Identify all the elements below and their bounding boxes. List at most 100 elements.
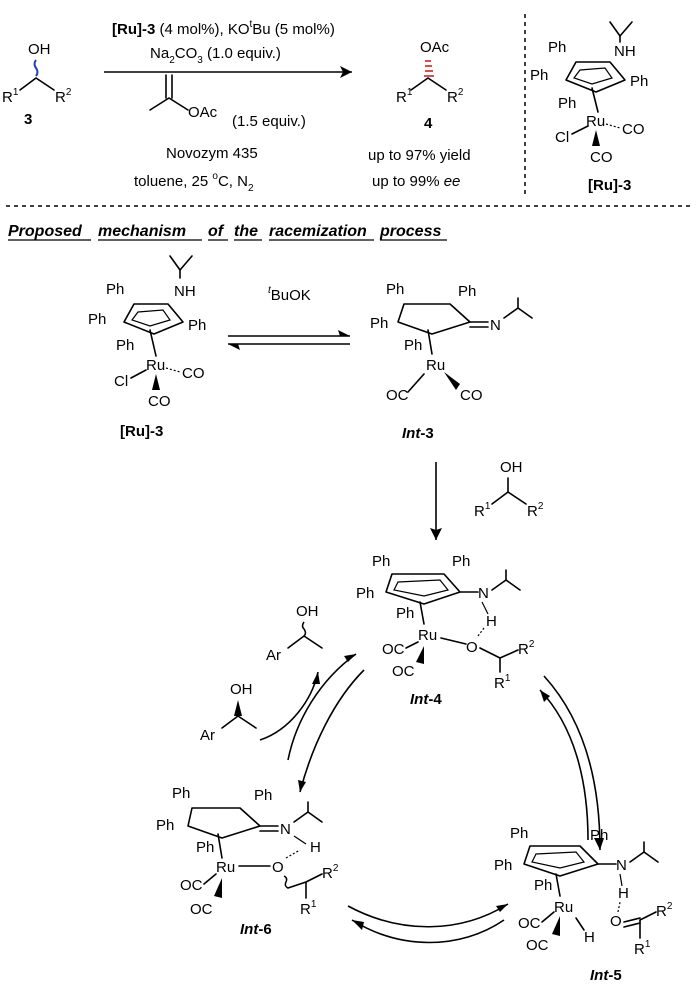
svg-text:Ph: Ph <box>106 281 124 298</box>
svg-text:Ph: Ph <box>172 785 190 802</box>
title-word-5: racemization <box>269 223 367 240</box>
product-yield: up to 97% yield <box>368 147 471 164</box>
mechanism-title: Proposed mechanism of the racemization p… <box>8 223 447 241</box>
svg-text:Ph: Ph <box>372 553 390 570</box>
alcohol-exchange: OH Ar OH Ar <box>200 603 323 744</box>
svg-text:Ru: Ru <box>554 899 573 916</box>
svg-text:Ru: Ru <box>146 357 165 374</box>
svg-text:N: N <box>280 821 291 838</box>
svg-text:H: H <box>486 613 497 630</box>
svg-text:OH: OH <box>296 603 319 620</box>
product-oac: OAc <box>420 39 450 56</box>
svg-text:Ru: Ru <box>418 627 437 644</box>
enzyme: Novozym 435 <box>166 145 258 162</box>
conditions-line1: [Ru]-3 (4 mol%), KOtBu (5 mol%) <box>112 19 335 38</box>
svg-text:N: N <box>478 585 489 602</box>
svg-text:Ph: Ph <box>188 317 206 334</box>
int-5: Ph Ph Ph Ph N H Ru H O R2 R1 OC OC Int-5 <box>494 825 673 984</box>
hash-bond <box>424 60 434 77</box>
cat-ph1: Ph <box>548 39 566 56</box>
title-word-2: mechanism <box>98 223 186 240</box>
svg-text:Ar: Ar <box>200 727 215 744</box>
svg-text:Ru: Ru <box>426 357 445 374</box>
int-3: Ph Ph Ph Ph N Ru OC CO Int-3 <box>370 281 533 442</box>
svg-text:R1: R1 <box>474 501 491 520</box>
svg-text:OC: OC <box>386 387 409 404</box>
cat-cl: Cl <box>555 129 569 146</box>
svg-text:H: H <box>310 839 321 856</box>
svg-text:Ph: Ph <box>156 817 174 834</box>
product-4: OAc R1 R2 4 up to 97% yield up to 99% ee <box>368 39 471 190</box>
reaction-conditions: [Ru]-3 (4 mol%), KOtBu (5 mol%) Na2CO3 (… <box>104 19 352 194</box>
substrate-r1: R1 <box>2 87 19 106</box>
svg-text:OC: OC <box>382 641 405 658</box>
svg-text:Ph: Ph <box>386 281 404 298</box>
svg-text:H: H <box>618 885 629 902</box>
svg-text:O: O <box>466 639 478 656</box>
cycle-arrows <box>259 653 604 944</box>
int4-label: Int-4 <box>410 691 442 708</box>
svg-text:OC: OC <box>392 663 415 680</box>
acyl-oac: OAc <box>188 104 218 121</box>
int5-label: Int-5 <box>590 967 622 984</box>
ru3-label: [Ru]-3 <box>120 423 163 440</box>
svg-text:R1: R1 <box>634 939 651 958</box>
svg-text:Ph: Ph <box>370 315 388 332</box>
svg-text:O: O <box>272 859 284 876</box>
product-ee: up to 99% ee <box>372 173 460 190</box>
svg-text:Ph: Ph <box>116 337 134 354</box>
alcohol-addition: OH R1 R2 <box>430 459 544 540</box>
svg-text:Ph: Ph <box>356 585 374 602</box>
svg-text:OC: OC <box>190 901 213 918</box>
product-r1: R1 <box>396 87 413 106</box>
svg-text:CO: CO <box>148 393 171 410</box>
substrate-oh: OH <box>28 41 51 58</box>
solvent: toluene, 25 oC, N2 <box>134 171 254 194</box>
cat-co2: CO <box>590 149 613 166</box>
svg-text:CO: CO <box>460 387 483 404</box>
svg-text:Ph: Ph <box>494 857 512 874</box>
svg-text:Ph: Ph <box>396 605 414 622</box>
acyl-equiv: (1.5 equiv.) <box>232 113 306 130</box>
wavy-bond <box>33 59 39 77</box>
mech-ru3: NH Ph Ph Ph Ph Ru Cl CO CO [Ru]-3 <box>88 255 206 440</box>
svg-text:NH: NH <box>174 283 196 300</box>
svg-text:OH: OH <box>500 459 523 476</box>
svg-text:Ph: Ph <box>458 283 476 300</box>
int6-label: Int-6 <box>240 921 272 938</box>
cat-ru: Ru <box>586 113 605 130</box>
svg-text:N: N <box>616 857 627 874</box>
svg-text:R2: R2 <box>656 901 673 920</box>
title-word-4: the <box>234 223 258 240</box>
svg-text:Ph: Ph <box>196 839 214 856</box>
tbuok-label: tBuOK <box>268 285 311 304</box>
svg-text:R1: R1 <box>494 673 511 692</box>
svg-text:N: N <box>490 317 501 334</box>
svg-text:OH: OH <box>230 681 253 698</box>
svg-text:Ru: Ru <box>216 859 235 876</box>
svg-text:Ph: Ph <box>510 825 528 842</box>
catalyst-ru3: NH Ph Ph Ph Ph Ru Cl CO CO [Ru]-3 <box>530 21 648 194</box>
conditions-line2: Na2CO3 (1.0 equiv.) <box>150 45 281 66</box>
svg-text:OC: OC <box>518 915 541 932</box>
svg-text:Ar: Ar <box>266 647 281 664</box>
int-6: Ph Ph Ph Ph N H Ru O R2 R1 OC OC Int-6 <box>156 785 339 938</box>
svg-text:R2: R2 <box>527 501 544 520</box>
svg-text:OC: OC <box>526 937 549 954</box>
svg-text:O: O <box>610 913 622 930</box>
svg-text:Ph: Ph <box>404 337 422 354</box>
svg-text:R2: R2 <box>518 639 535 658</box>
svg-text:H: H <box>584 929 595 946</box>
substrate-label: 3 <box>24 111 32 128</box>
title-word-6: process <box>379 223 441 240</box>
product-r2: R2 <box>447 87 464 106</box>
cat-ph3: Ph <box>630 73 648 90</box>
title-word-1: Proposed <box>8 223 83 240</box>
substrate-3: OH R1 R2 3 <box>2 41 72 128</box>
cat-ph2: Ph <box>530 67 548 84</box>
svg-text:R1: R1 <box>300 899 317 918</box>
cat-ph4: Ph <box>558 95 576 112</box>
int3-label: Int-3 <box>402 425 434 442</box>
svg-text:CO: CO <box>182 365 205 382</box>
